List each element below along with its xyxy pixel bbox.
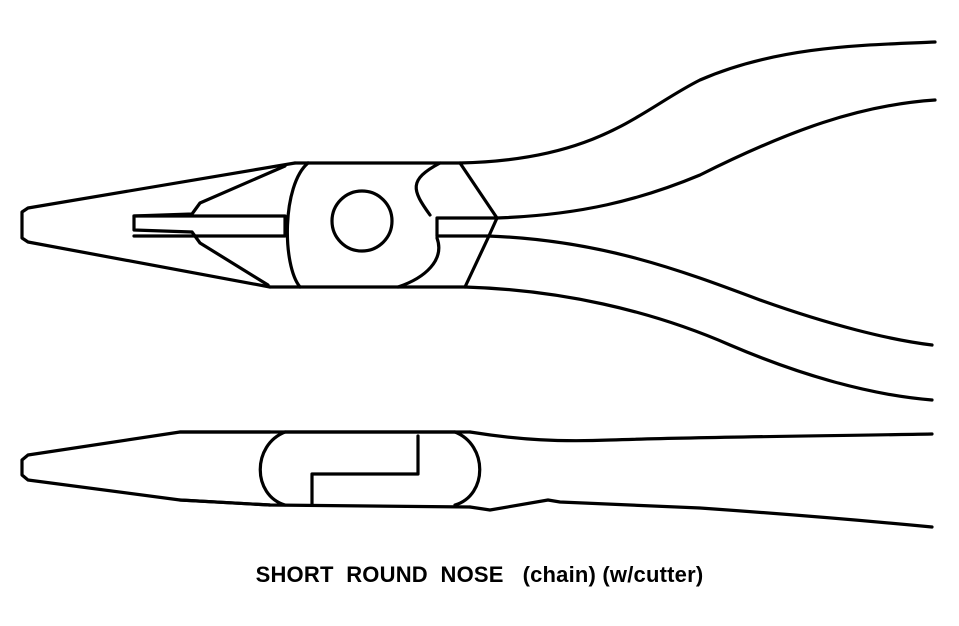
- top-view-jaw-outline: [20, 161, 297, 289]
- upper-handle-outer: [458, 40, 937, 165]
- top-view-chamfer: [458, 161, 499, 289]
- pivot-rivet: [330, 189, 394, 253]
- upper-handle-inner: [495, 98, 937, 220]
- top-view-hub-lower-curve: [396, 236, 441, 289]
- side-view-nose: [20, 430, 272, 507]
- lower-handle-outer: [463, 285, 934, 402]
- side-view-interlock: [283, 430, 457, 507]
- side-view-joint-right: [453, 430, 482, 507]
- top-view-jaw-bevel: [132, 164, 287, 287]
- top-view-handle-slot: [435, 216, 499, 238]
- lower-handle-inner: [486, 234, 934, 347]
- pliers-side-view: [20, 430, 934, 529]
- top-view-hub: [268, 161, 467, 289]
- side-view-joint-left: [258, 430, 287, 507]
- top-view-hub-right-curve: [414, 161, 442, 217]
- diagram-caption: SHORT ROUND NOSE (chain) (w/cutter): [255, 562, 704, 587]
- top-view-jaw-slot: [132, 214, 287, 238]
- side-view-body-edges: [178, 430, 472, 509]
- side-view-handle-bottom: [468, 498, 934, 529]
- pliers-top-view: [20, 40, 937, 402]
- side-view-handle-top: [468, 430, 934, 443]
- top-view-hub-left-curve: [285, 161, 310, 289]
